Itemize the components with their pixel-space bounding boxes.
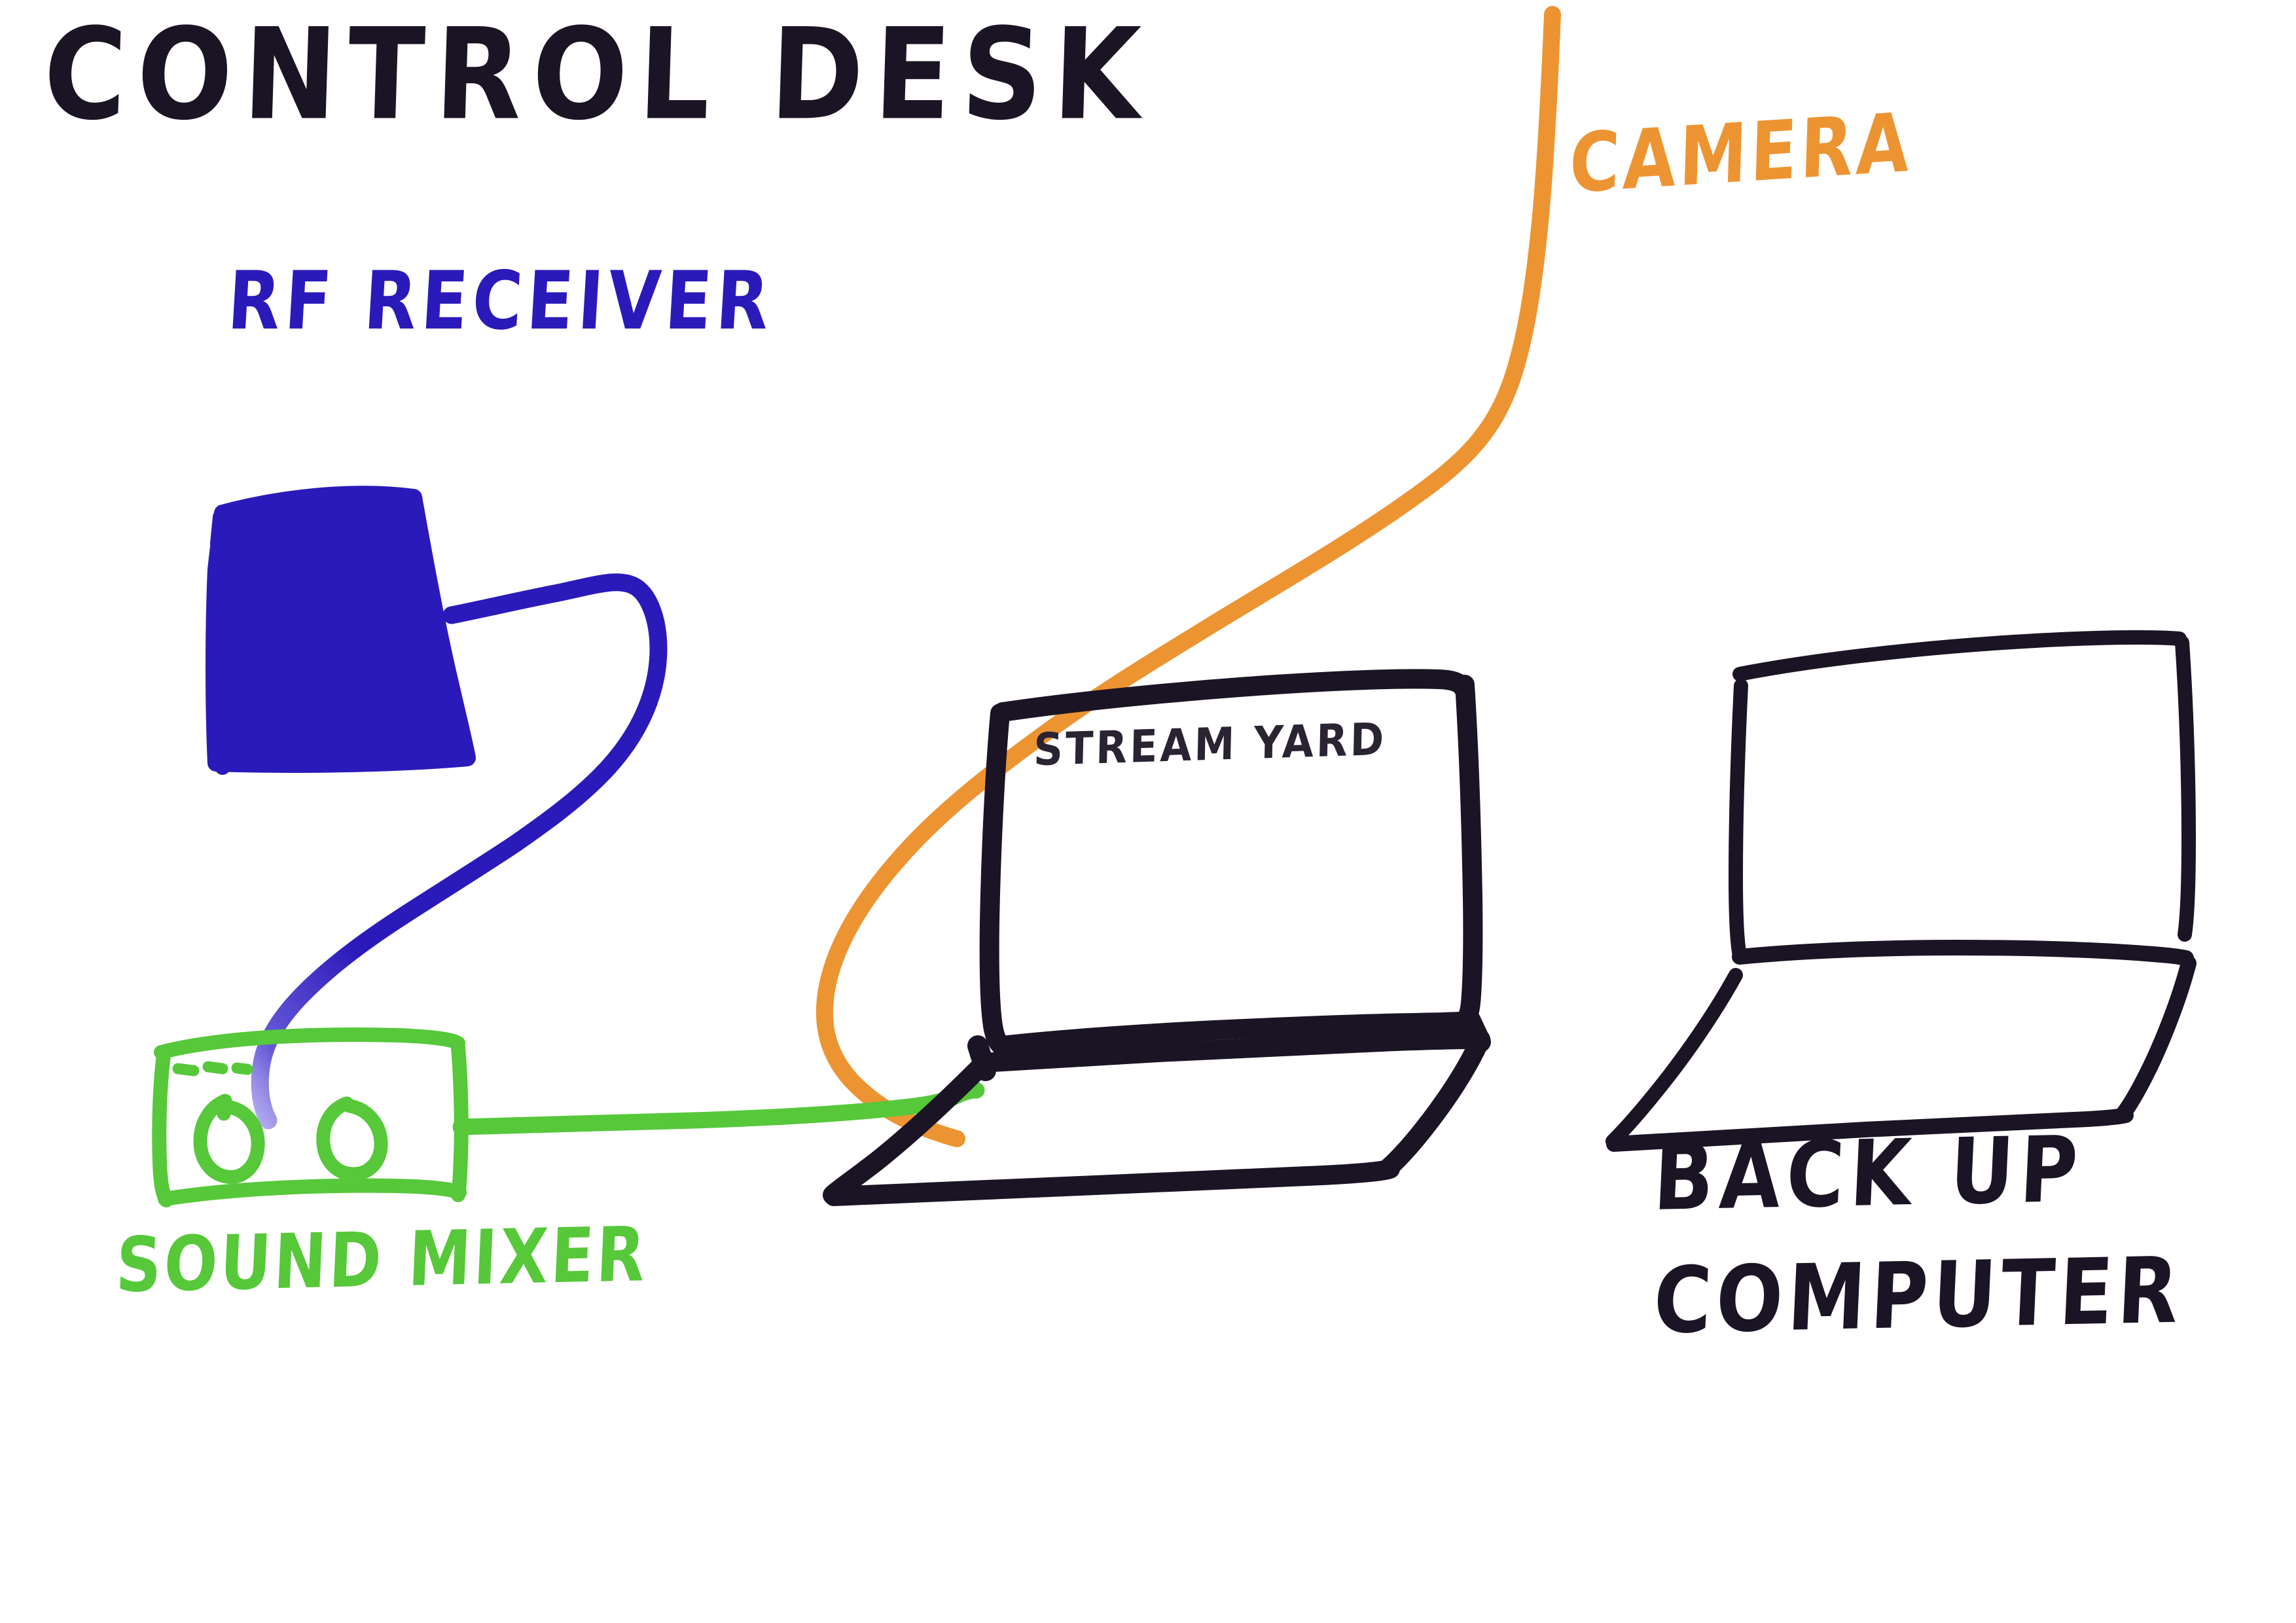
page-title: CONTROL DESK <box>41 1 1153 149</box>
rf-to-mixer-cable <box>251 573 668 1130</box>
label-camera: CAMERA <box>1568 94 1914 212</box>
rf-receiver-device[interactable] <box>206 486 476 775</box>
label-backup-computer-line2: COMPUTER <box>1651 1238 2185 1355</box>
sound-mixer-device[interactable] <box>152 1027 469 1207</box>
backup-computer-laptop[interactable] <box>1605 630 2197 1152</box>
mixer-knob-right <box>316 1096 388 1181</box>
label-backup-computer-line1: BACK UP <box>1651 1117 2086 1232</box>
stream-yard-laptop[interactable] <box>823 669 1491 1206</box>
mixer-knob-left <box>193 1094 265 1184</box>
mixer-indicator-dots <box>172 1061 253 1077</box>
camera-cable <box>816 6 1561 1147</box>
label-stream-yard: STREAM YARD <box>1033 712 1388 776</box>
label-sound-mixer: SOUND MIXER <box>114 1210 650 1310</box>
label-rf-receiver: RF RECEIVER <box>225 253 776 348</box>
